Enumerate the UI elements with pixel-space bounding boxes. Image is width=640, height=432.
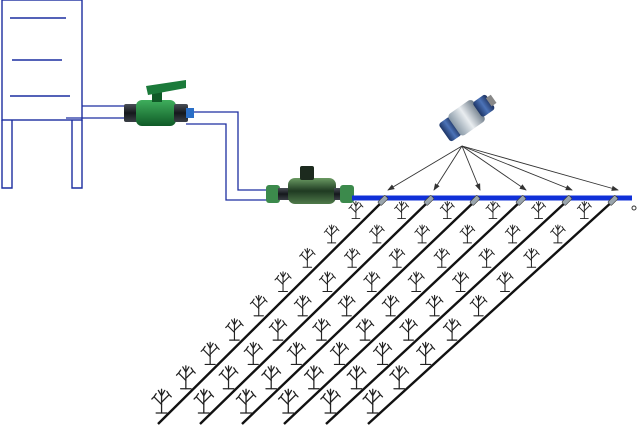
lateral-fitting [423, 195, 435, 206]
plant-icon [320, 388, 341, 414]
lateral-fitting [607, 195, 619, 206]
plant-icon [469, 294, 488, 317]
lateral-fitting [515, 195, 527, 206]
plant-icon [363, 271, 381, 293]
outlet-pipe [66, 105, 270, 201]
callout-arrow [461, 145, 573, 191]
plant-icon [388, 247, 406, 268]
callout-arrow [461, 145, 527, 191]
plant-icon [372, 341, 393, 366]
plant-icon [362, 388, 384, 414]
plant-icon [175, 365, 196, 390]
plant-icon [277, 388, 299, 414]
plant-icon [504, 224, 521, 244]
plant-icon [389, 365, 410, 390]
connector-icon [439, 94, 497, 142]
plant-icon [346, 365, 367, 390]
plant-icon [193, 388, 215, 414]
plant-icon [381, 294, 400, 317]
plant-icon [394, 201, 410, 220]
plant-icon [425, 294, 444, 317]
plant-icon [485, 201, 501, 220]
plant-icon [243, 341, 263, 366]
lateral-line [199, 199, 431, 425]
callout-arrow [433, 145, 463, 191]
plant-icon [496, 271, 514, 293]
lateral-fitting [377, 195, 389, 206]
lateral-line [157, 199, 385, 425]
filter-icon [266, 166, 354, 204]
plant-icon [318, 271, 336, 293]
plant-icon [235, 388, 257, 414]
ball-valve-icon [124, 80, 194, 126]
plant-icon [523, 247, 540, 268]
plant-icon [355, 318, 375, 341]
plant-icon [218, 365, 239, 390]
end-cap [631, 205, 637, 211]
lateral-line [283, 199, 523, 425]
lateral-line [241, 199, 477, 425]
lateral-lines [157, 195, 619, 425]
plant-icon [151, 388, 172, 414]
plant-icon [274, 271, 292, 293]
plant-icon [478, 247, 495, 268]
plant-icon [452, 271, 470, 293]
callout-arrow [387, 145, 463, 191]
plant-icon [249, 294, 268, 317]
plant-rows [151, 201, 592, 414]
connector-callout-arrows [387, 145, 619, 191]
plant-icon [343, 247, 361, 268]
plant-icon [369, 224, 385, 244]
plant-icon [442, 318, 462, 341]
callout-arrow [461, 145, 481, 191]
plant-icon [261, 365, 282, 390]
plant-icon [299, 247, 316, 268]
water-tank [1, 0, 83, 189]
plant-icon [550, 224, 566, 244]
plant-icon [323, 224, 340, 244]
plant-icon [337, 294, 356, 317]
lateral-line [325, 199, 569, 425]
plant-icon [459, 224, 476, 244]
plant-icon [433, 247, 450, 268]
plant-icon [439, 201, 455, 220]
plant-icon [348, 201, 364, 220]
lateral-line [367, 199, 615, 425]
plant-icon [268, 318, 288, 341]
plant-icon [407, 271, 425, 293]
plant-icon [286, 341, 306, 366]
plant-icon [200, 341, 220, 366]
plant-icon [531, 201, 547, 220]
plant-icon [576, 201, 592, 220]
lateral-fitting [469, 195, 481, 206]
plant-icon [293, 294, 312, 317]
plant-icon [329, 341, 350, 366]
plant-icon [414, 224, 430, 244]
lateral-fitting [561, 195, 573, 206]
plant-icon [312, 318, 331, 341]
plant-icon [225, 318, 244, 341]
callout-arrow [461, 145, 619, 191]
plant-icon [303, 365, 324, 390]
plant-icon [399, 318, 418, 341]
plant-icon [416, 341, 436, 366]
